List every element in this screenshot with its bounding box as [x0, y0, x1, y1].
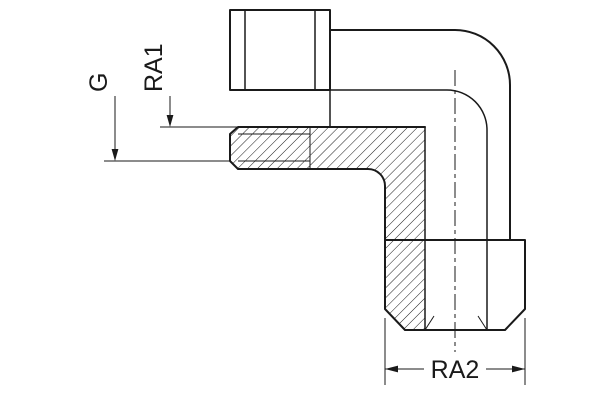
body-top-right-outline [329, 29, 511, 241]
bore-top-and-right-wall [330, 89, 488, 330]
ra1-arrowhead [166, 115, 174, 127]
label-g: G [85, 73, 113, 92]
bottom-nut-outline [384, 239, 526, 331]
internal-lines [238, 10, 488, 331]
ra2-arrowhead-left [385, 365, 398, 373]
label-ra2: RA2 [431, 356, 480, 384]
section-hatching [230, 127, 425, 330]
bore-bottom-chamfers [424, 315, 488, 331]
hex-flat-lines [244, 10, 316, 90]
label-ra1: RA1 [140, 43, 168, 92]
stud-and-lower-outline [229, 126, 426, 241]
ra2-extension-lines [384, 318, 526, 385]
dimension-ra1: RA1 [140, 43, 238, 128]
dimension-g: G [85, 73, 230, 162]
dimension-ra2: RA2 [384, 318, 526, 385]
ra2-arrowhead-right [512, 365, 525, 373]
thread-lines [238, 127, 311, 169]
g-arrowhead [111, 149, 119, 161]
